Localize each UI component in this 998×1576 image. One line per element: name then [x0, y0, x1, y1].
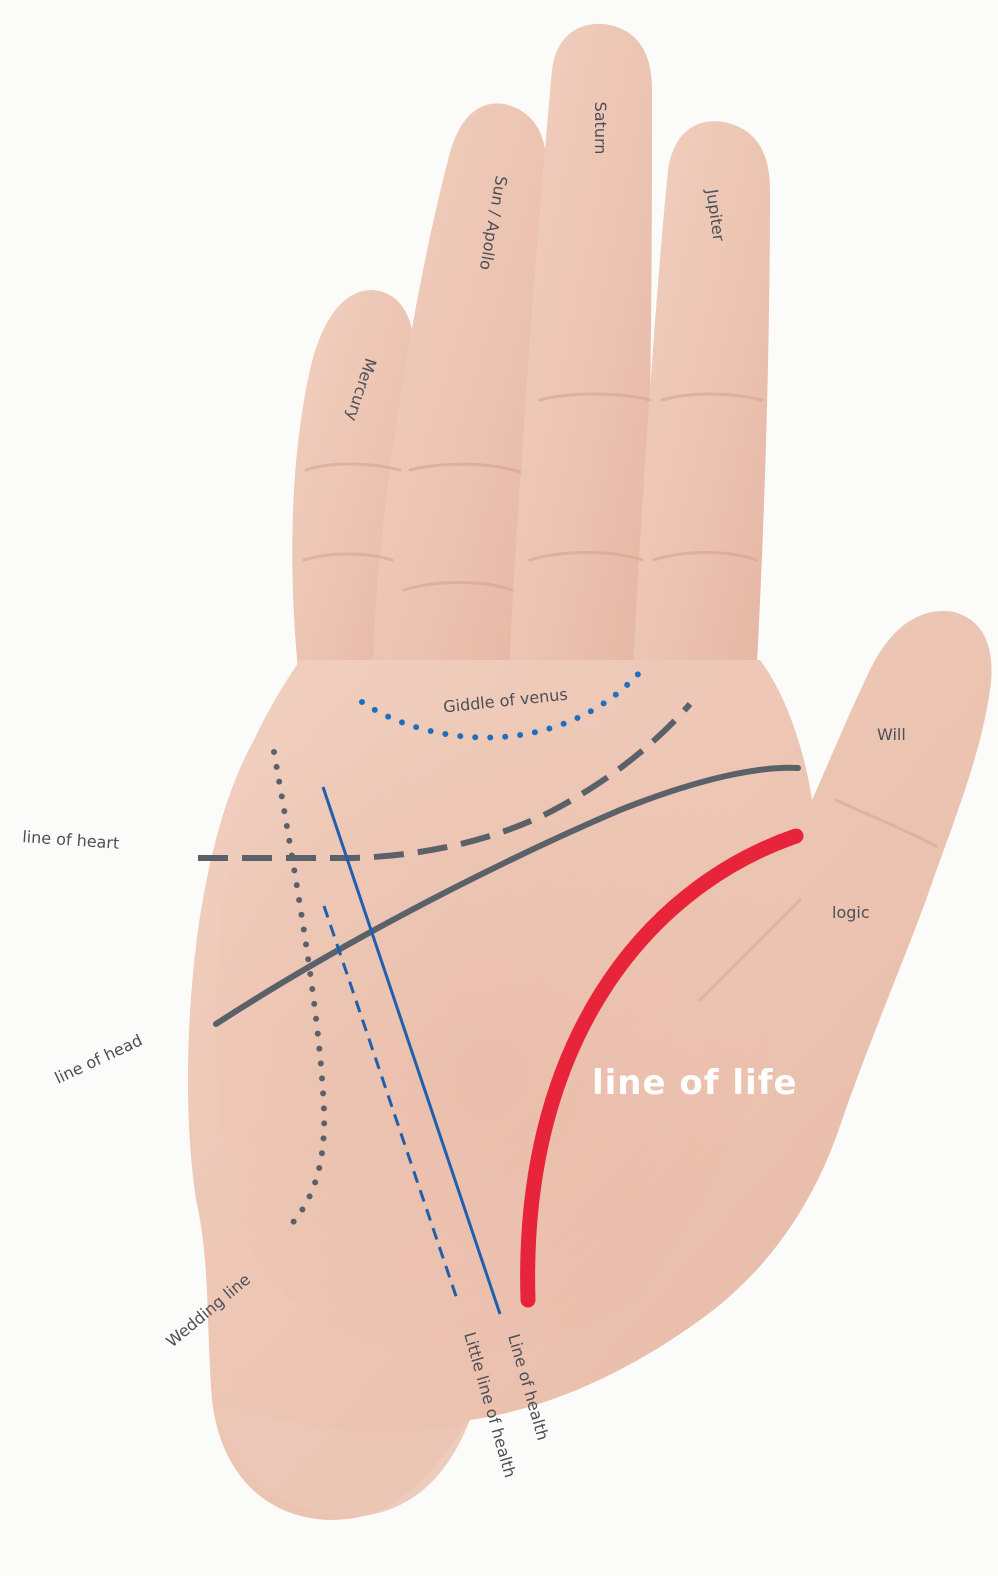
finger-jupiter	[632, 121, 770, 690]
label-line-of-heart: line of heart	[22, 827, 120, 853]
label-line-of-head: line of head	[52, 1031, 146, 1088]
label-saturn: Saturn	[591, 102, 610, 155]
hand-illustration	[188, 24, 992, 1520]
label-line-of-life: line of life	[592, 1063, 798, 1103]
label-logic: logic	[832, 903, 870, 922]
label-will: Will	[877, 725, 906, 744]
